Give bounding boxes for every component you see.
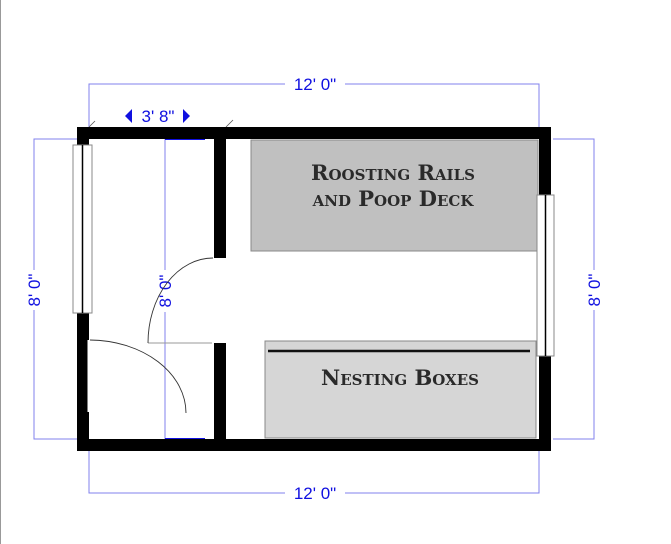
roosting-area: Roosting Rails and Poop Deck <box>250 139 539 252</box>
dimension-vestibule: 3' 8" <box>88 107 234 128</box>
dimension-right: 8' 0" <box>553 138 604 440</box>
arrow-left-icon <box>125 109 132 123</box>
roosting-label-line2: and Poop Deck <box>312 186 475 211</box>
dimension-top: 12' 0" <box>88 75 540 127</box>
nesting-area: Nesting Boxes <box>264 340 537 439</box>
dimension-right-label: 8' 0" <box>585 274 604 307</box>
dimension-left: 8' 0" <box>25 138 77 440</box>
interior-wall-lower <box>214 343 226 439</box>
dimension-vestibule-label: 3' 8" <box>142 107 175 126</box>
dimension-inner-label: 8' 0" <box>156 275 175 308</box>
roosting-label-line1: Roosting Rails <box>311 160 475 185</box>
exterior-door-swing <box>87 339 187 414</box>
arrow-right-icon <box>183 109 190 123</box>
nesting-label: Nesting Boxes <box>321 365 479 390</box>
dimension-bottom: 12' 0" <box>88 451 540 503</box>
window-left <box>72 144 93 314</box>
dimension-inner: 8' 0" <box>156 138 205 440</box>
dimension-top-label: 12' 0" <box>294 75 336 94</box>
dimension-left-label: 8' 0" <box>25 274 44 307</box>
dimension-bottom-label: 12' 0" <box>294 484 336 503</box>
interior-door-swing <box>147 257 214 344</box>
window-right <box>536 194 555 357</box>
interior-wall-upper <box>214 139 226 258</box>
